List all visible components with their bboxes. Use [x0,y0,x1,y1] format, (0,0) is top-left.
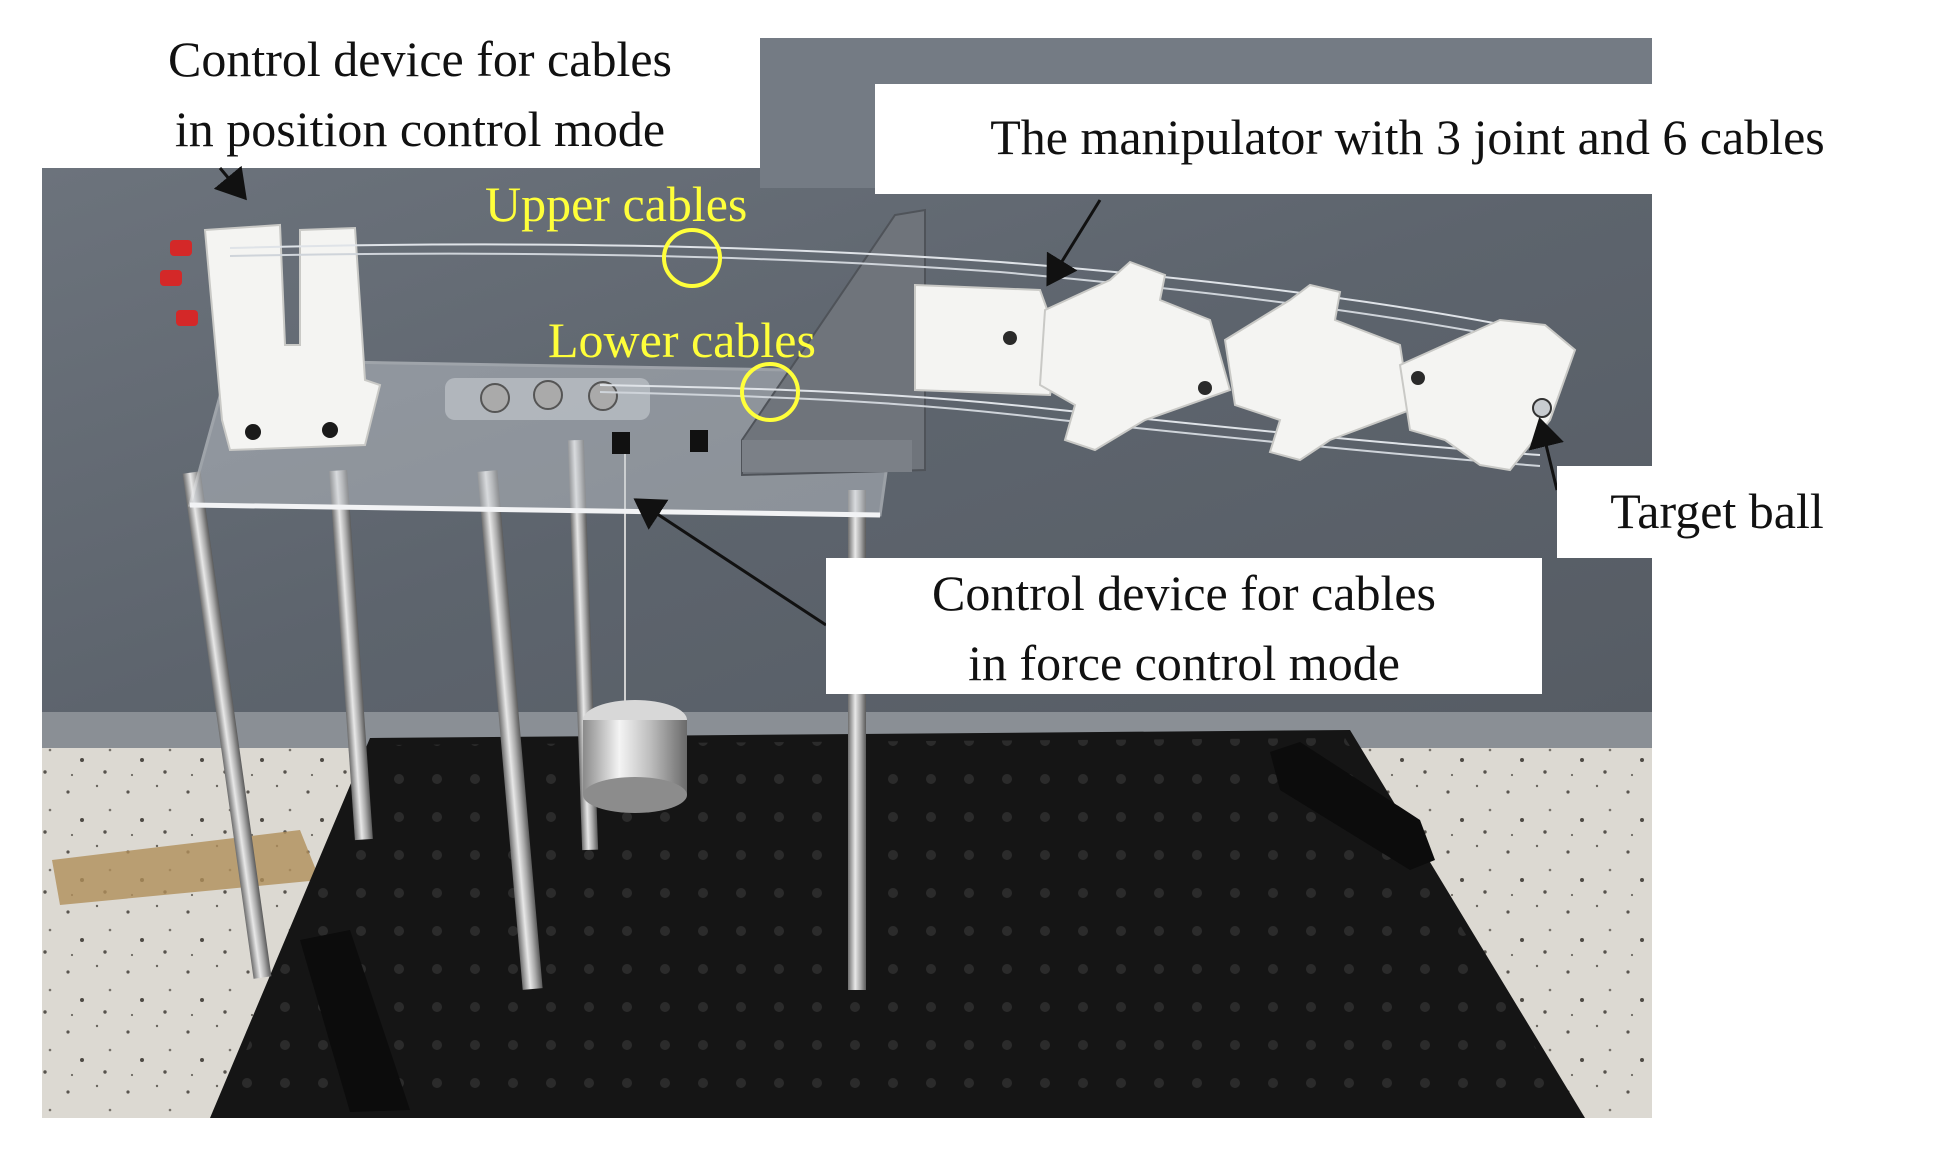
black-knob [690,430,708,452]
bracket-base [742,440,912,472]
breadboard-handle-left [300,930,410,1112]
red-connector [160,270,182,286]
lower-cables [599,384,1541,456]
label-position-control-device: Control device for cables in position co… [80,24,760,164]
support-rod-2 [329,469,373,841]
manipulator-joint-1 [1038,260,1232,452]
label-upper-cables: Upper cables [485,176,748,232]
lower-cables-highlight-circle [740,362,800,422]
black-knob [612,432,630,454]
label-line: in force control mode [968,635,1400,691]
red-connector [170,240,192,256]
position-control-block [203,223,382,452]
plate-edge [189,502,881,518]
pulley [480,383,510,413]
label-line: Control device for cables [168,31,672,87]
manipulator-base-link [914,283,1062,397]
breadboard-handle [1270,742,1435,870]
red-connector [176,310,198,326]
label-line: The manipulator with 3 joint and 6 cable… [990,109,1825,165]
pulley [588,381,618,411]
joint-screw [1003,331,1017,345]
upper-cables [229,243,1531,331]
pulley [533,380,563,410]
lower-cables [599,391,1541,467]
arrow-force-control [633,498,827,627]
screw [245,424,261,440]
target-ball-photo [1532,398,1552,418]
label-line: in position control mode [174,101,666,157]
support-rod-3 [477,470,543,990]
joint-screw [1411,371,1425,385]
breadboard-holes [220,738,1575,1112]
label-line: Target ball [1610,483,1824,539]
arrow-manipulator [1046,199,1102,287]
label-force-control-device: Control device for cables in force contr… [826,558,1542,694]
screw [322,422,338,438]
upper-cables [229,252,1531,343]
label-lower-cables: Lower cables [548,312,816,368]
support-rod-1 [182,471,272,979]
label-target-ball: Target ball [1557,466,1877,558]
arrow-target-ball [1528,417,1564,491]
joint-screw [1198,381,1212,395]
upper-cables-highlight-circle [662,228,722,288]
label-line: Control device for cables [932,565,1436,621]
arrow-position-control [213,165,247,201]
label-manipulator: The manipulator with 3 joint and 6 cable… [875,84,1940,194]
weight-bottom [583,777,687,813]
